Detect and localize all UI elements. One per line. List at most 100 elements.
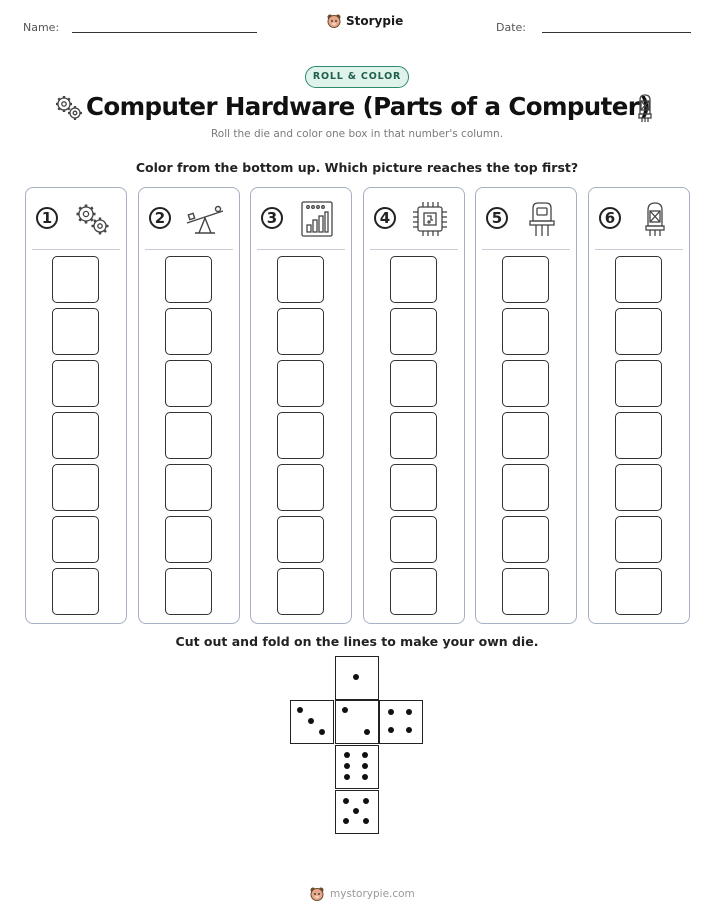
die-face-4 xyxy=(379,700,423,744)
seesaw-icon xyxy=(186,205,224,234)
color-box[interactable] xyxy=(615,360,662,407)
die-pip xyxy=(343,818,349,824)
color-box[interactable] xyxy=(52,412,99,459)
activity-badge: ROLL & COLOR xyxy=(305,66,409,88)
die-pip xyxy=(308,718,314,724)
color-box[interactable] xyxy=(277,360,324,407)
column-number: 1 xyxy=(36,207,58,229)
die-pip xyxy=(388,709,394,715)
gears-icon xyxy=(56,96,82,120)
page-subtitle: Roll the die and color one box in that n… xyxy=(210,128,504,140)
die-pip xyxy=(297,707,303,713)
color-box[interactable] xyxy=(615,412,662,459)
color-box[interactable] xyxy=(390,464,437,511)
die-pip xyxy=(406,727,412,733)
color-box[interactable] xyxy=(277,464,324,511)
date-line[interactable] xyxy=(542,32,691,33)
brand-name: Storypie xyxy=(346,14,404,28)
color-box[interactable] xyxy=(615,256,662,303)
column-number: 3 xyxy=(261,207,283,229)
column-divider xyxy=(370,249,458,250)
roll-column-4: 4 xyxy=(363,187,465,624)
brand-logo: Storypie xyxy=(326,13,403,29)
color-box[interactable] xyxy=(277,568,324,615)
footer-brand: mystorypie.com xyxy=(309,886,415,902)
color-box[interactable] xyxy=(165,412,212,459)
die-pip xyxy=(343,798,349,804)
die-pip xyxy=(342,707,348,713)
color-box[interactable] xyxy=(165,516,212,563)
color-box[interactable] xyxy=(502,360,549,407)
color-box[interactable] xyxy=(390,516,437,563)
bar-chart-tablet-icon xyxy=(301,201,333,237)
die-pip xyxy=(353,674,359,680)
column-divider xyxy=(145,249,233,250)
storypie-mascot-icon xyxy=(310,887,324,901)
color-box[interactable] xyxy=(502,256,549,303)
die-pip xyxy=(363,818,369,824)
column-divider xyxy=(257,249,345,250)
color-box[interactable] xyxy=(502,464,549,511)
color-box[interactable] xyxy=(165,308,212,355)
color-box[interactable] xyxy=(502,568,549,615)
column-divider xyxy=(482,249,570,250)
color-box[interactable] xyxy=(277,516,324,563)
color-box[interactable] xyxy=(165,360,212,407)
color-box[interactable] xyxy=(52,464,99,511)
storypie-mascot-icon xyxy=(327,14,341,28)
color-box[interactable] xyxy=(390,360,437,407)
die-pip xyxy=(344,763,350,769)
date-label: Date: xyxy=(496,21,526,34)
color-box[interactable] xyxy=(615,464,662,511)
gears-icon xyxy=(76,204,109,235)
color-box[interactable] xyxy=(390,308,437,355)
die-net[interactable] xyxy=(290,656,424,836)
vacuum-tube-icon xyxy=(645,202,665,236)
color-box[interactable] xyxy=(502,516,549,563)
die-face-1 xyxy=(335,656,379,700)
color-box[interactable] xyxy=(52,308,99,355)
color-box[interactable] xyxy=(52,568,99,615)
footer-url: mystorypie.com xyxy=(330,888,415,900)
color-box[interactable] xyxy=(277,412,324,459)
column-divider xyxy=(595,249,683,250)
color-box[interactable] xyxy=(277,256,324,303)
color-box[interactable] xyxy=(615,308,662,355)
color-box[interactable] xyxy=(502,308,549,355)
die-pip xyxy=(363,798,369,804)
column-number: 6 xyxy=(599,207,621,229)
microchip-icon xyxy=(413,202,447,236)
color-box[interactable] xyxy=(52,256,99,303)
name-line[interactable] xyxy=(72,32,257,33)
color-box[interactable] xyxy=(390,412,437,459)
color-box[interactable] xyxy=(165,256,212,303)
die-pip xyxy=(406,709,412,715)
die-pip xyxy=(362,752,368,758)
color-box[interactable] xyxy=(52,516,99,563)
color-instruction: Color from the bottom up. Which picture … xyxy=(135,160,579,175)
die-face-6 xyxy=(335,745,379,789)
color-box[interactable] xyxy=(390,256,437,303)
color-box[interactable] xyxy=(615,568,662,615)
die-pip xyxy=(353,808,359,814)
column-number: 2 xyxy=(149,207,171,229)
die-pip xyxy=(319,729,325,735)
color-box[interactable] xyxy=(52,360,99,407)
roll-column-3: 3 xyxy=(250,187,352,624)
color-box[interactable] xyxy=(502,412,549,459)
color-box[interactable] xyxy=(165,464,212,511)
color-box[interactable] xyxy=(615,516,662,563)
roll-column-6: 6 xyxy=(588,187,690,624)
roll-column-1: 1 xyxy=(25,187,127,624)
color-box[interactable] xyxy=(165,568,212,615)
die-pip xyxy=(344,774,350,780)
die-face-2 xyxy=(335,700,379,744)
color-box[interactable] xyxy=(277,308,324,355)
roll-column-5: 5 xyxy=(475,187,577,624)
color-box[interactable] xyxy=(390,568,437,615)
die-pip xyxy=(362,774,368,780)
column-number: 4 xyxy=(374,207,396,229)
roll-column-2: 2 xyxy=(138,187,240,624)
die-pip xyxy=(364,729,370,735)
die-face-3 xyxy=(290,700,334,744)
